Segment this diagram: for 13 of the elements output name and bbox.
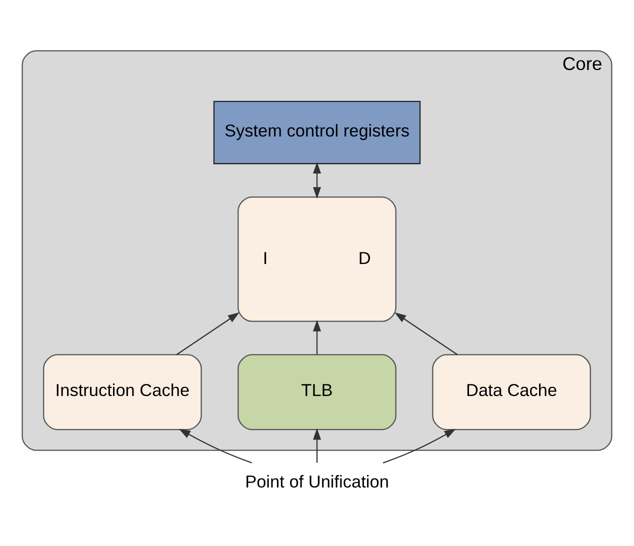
arrow xyxy=(178,428,252,464)
arrow xyxy=(312,428,322,463)
arrow xyxy=(312,162,322,199)
node-text: Point of Unification xyxy=(245,472,389,492)
arrow xyxy=(176,312,240,356)
node-box: TLB xyxy=(238,354,396,430)
node-box: Data Cache xyxy=(432,354,591,430)
arrow xyxy=(394,312,458,356)
arrow xyxy=(312,320,322,355)
node-box: Instruction Cache xyxy=(43,354,202,430)
node-box: System control registers xyxy=(213,100,421,164)
node-box: I D xyxy=(238,196,396,322)
arrow xyxy=(382,428,456,464)
